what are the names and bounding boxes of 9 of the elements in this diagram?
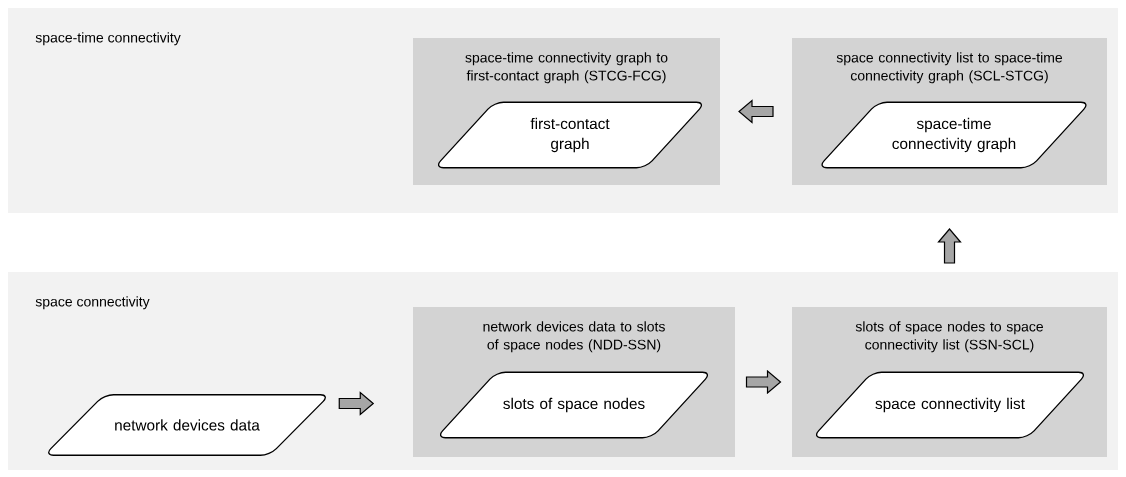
block-arrow — [338, 391, 375, 416]
block-arrow — [738, 99, 774, 124]
block-arrow — [745, 369, 782, 395]
data-parallelogram: space-time connectivity graph — [821, 101, 1087, 169]
data-parallelogram: network devices data — [48, 394, 326, 456]
data-parallelogram: first-contact graph — [437, 101, 703, 169]
data-parallelogram: space connectivity list — [815, 371, 1085, 439]
data-parallelogram: slots of space nodes — [439, 371, 709, 439]
block-arrow — [937, 228, 962, 264]
